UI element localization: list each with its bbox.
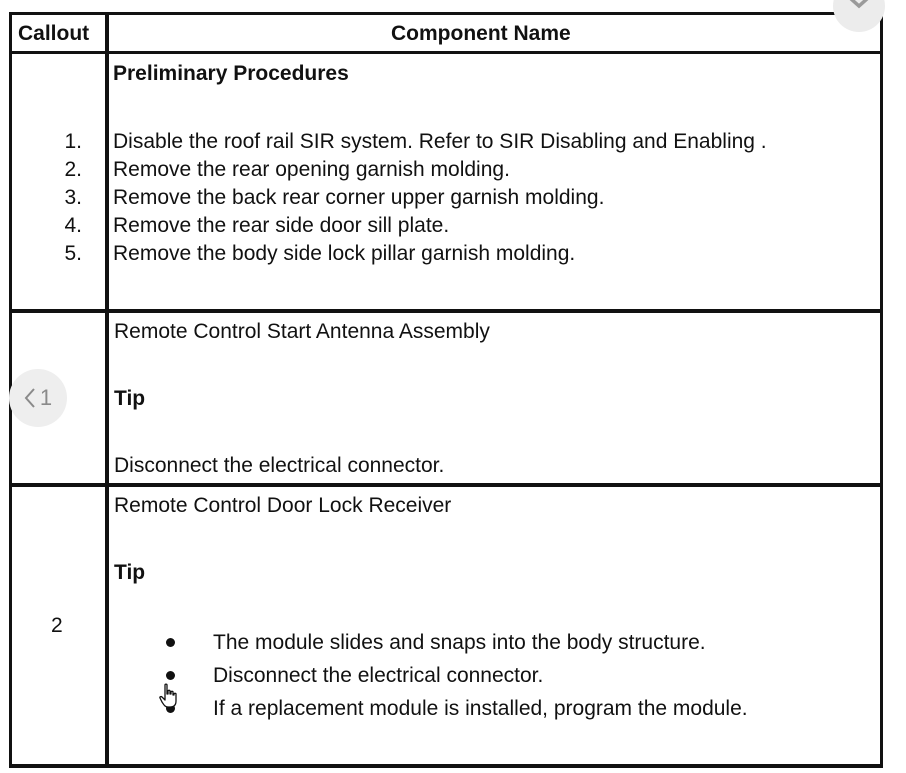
row-divider-1 xyxy=(9,309,883,313)
step-number: 1. xyxy=(64,130,82,153)
tip-label: Tip xyxy=(114,561,146,584)
table-border-bottom xyxy=(9,764,883,768)
bullet-icon xyxy=(166,704,175,713)
step-text: Remove the body side lock pillar garnish… xyxy=(113,242,576,265)
callout-number: 2 xyxy=(51,614,63,637)
step-text: Remove the rear opening garnish molding. xyxy=(113,158,510,181)
step-number: 2. xyxy=(64,158,82,181)
header-component-name: Component Name xyxy=(391,22,571,45)
step-text: Disable the roof rail SIR system. Refer … xyxy=(113,130,767,153)
tip-text: Disconnect the electrical connector. xyxy=(114,454,445,477)
tip-label: Tip xyxy=(114,387,146,410)
step-number: 3. xyxy=(64,186,82,209)
header-divider xyxy=(9,51,883,54)
component-name: Remote Control Door Lock Receiver xyxy=(114,494,452,517)
close-icon xyxy=(849,0,869,9)
bullet-icon xyxy=(166,638,175,647)
bullet-text: Disconnect the electrical connector. xyxy=(213,664,544,687)
bullet-icon xyxy=(166,671,175,680)
step-text: Remove the back rear corner upper garnis… xyxy=(113,186,605,209)
column-divider xyxy=(105,12,109,768)
preliminary-title: Preliminary Procedures xyxy=(113,62,349,85)
bullet-text: If a replacement module is installed, pr… xyxy=(213,697,748,720)
prev-button-label: 1 xyxy=(39,385,53,410)
step-number: 5. xyxy=(64,242,82,265)
table-border-right xyxy=(880,12,883,768)
table-border-top xyxy=(9,12,883,15)
component-name: Remote Control Start Antenna Assembly xyxy=(114,320,490,343)
hand-cursor-icon xyxy=(158,683,178,714)
step-number: 4. xyxy=(64,214,82,237)
prev-button[interactable]: 1 xyxy=(9,369,67,427)
row-divider-2 xyxy=(9,483,883,487)
header-callout: Callout xyxy=(18,22,90,45)
step-text: Remove the rear side door sill plate. xyxy=(113,214,450,237)
chevron-left-icon xyxy=(24,388,35,408)
bullet-text: The module slides and snaps into the bod… xyxy=(213,631,706,654)
